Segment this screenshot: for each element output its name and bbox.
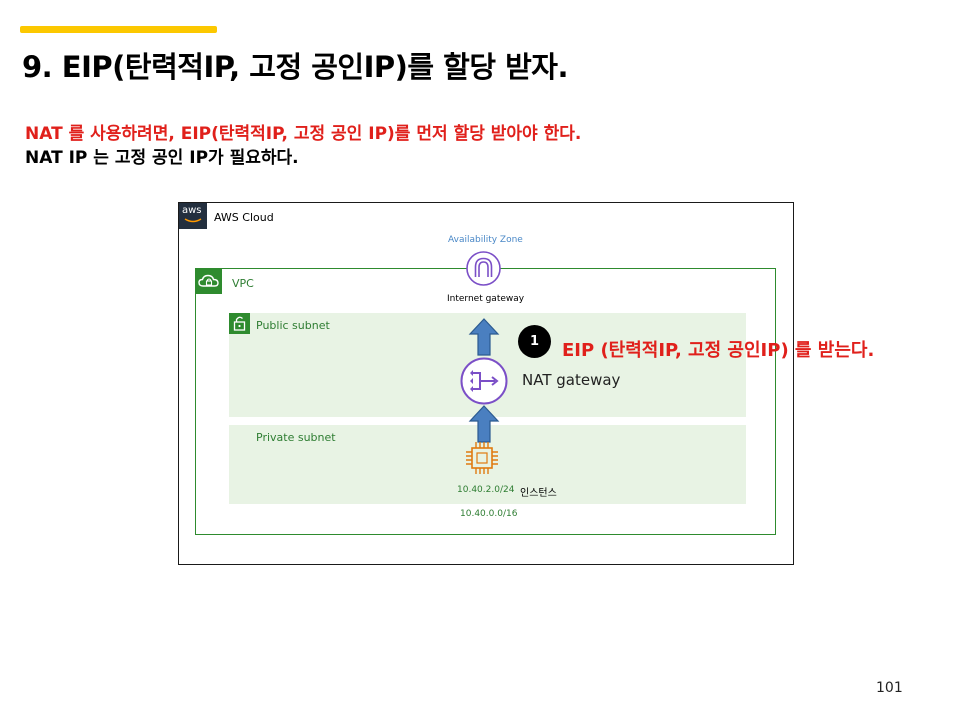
slide-title: 9. EIP(탄력적IP, 고정 공인IP)를 할당 받자.: [22, 50, 569, 84]
aws-cloud-label: AWS Cloud: [214, 211, 274, 224]
description-line-1: NAT 를 사용하려면, EIP(탄력적IP, 고정 공인 IP)를 먼저 할당…: [25, 124, 582, 144]
internet-gateway-label: Internet gateway: [447, 294, 525, 304]
description-line-2: NAT IP 는 고정 공인 IP가 필요하다.: [25, 148, 299, 168]
instance-label: 인스턴스: [520, 488, 557, 499]
eip-callout: EIP (탄력적IP, 고정 공인IP) 를 받는다.: [562, 340, 875, 361]
public-subnet-label: Public subnet: [256, 319, 330, 332]
aws-logo-text: aws: [182, 205, 202, 216]
page-number: 101: [876, 680, 903, 696]
public-subnet-lock-icon: [229, 313, 250, 334]
nat-gateway-label: NAT gateway: [522, 371, 621, 389]
arrow-up-icon: [468, 318, 500, 356]
vpc-cidr: 10.40.0.0/16: [460, 509, 518, 519]
instance-subnet-cidr: 10.40.2.0/24: [457, 485, 515, 495]
nat-gateway-icon: [460, 357, 508, 405]
step-badge: 1: [518, 325, 551, 358]
vpc-cloud-icon: [196, 269, 222, 294]
aws-logo-icon: aws: [179, 203, 207, 229]
title-accent-bar: [20, 26, 217, 33]
availability-zone-label: Availability Zone: [448, 235, 523, 245]
internet-gateway-icon: [466, 251, 501, 286]
private-subnet-label: Private subnet: [256, 431, 336, 444]
vpc-label: VPC: [232, 277, 254, 290]
arrow-up-icon: [468, 405, 500, 443]
ec2-instance-icon: [466, 442, 498, 474]
